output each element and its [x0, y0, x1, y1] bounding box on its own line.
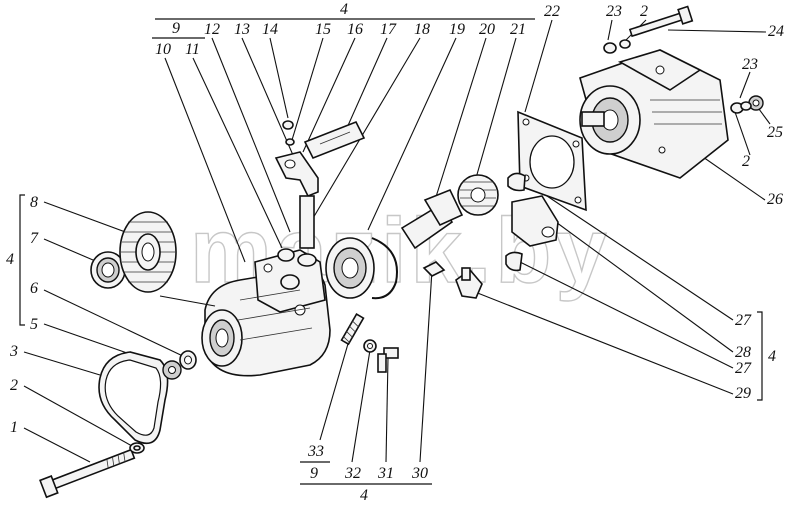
bolt-24 — [628, 5, 694, 38]
group-4-left-bracket — [19, 194, 25, 326]
label-2-left: 2 — [10, 377, 18, 394]
label-17: 17 — [380, 21, 397, 38]
label-8: 8 — [30, 194, 38, 211]
left-label-group: 4 8 7 6 5 3 2 1 — [6, 194, 39, 436]
label-4-bottom: 4 — [360, 487, 368, 504]
label-27-lower: 27 — [735, 360, 752, 377]
washer-23-top — [603, 42, 617, 54]
bolt-1 — [39, 448, 136, 499]
plug-14 — [282, 120, 294, 130]
label-22: 22 — [544, 3, 560, 20]
label-2-right: 2 — [742, 153, 750, 170]
label-3: 3 — [9, 343, 18, 360]
label-19: 19 — [449, 21, 465, 38]
label-23-right: 23 — [742, 56, 758, 73]
bearing-18 — [325, 237, 375, 299]
lever-16 — [274, 151, 319, 198]
stud-33 — [340, 313, 365, 346]
lever-assembly — [274, 120, 366, 267]
label-4-left: 4 — [6, 251, 14, 268]
gasket-3 — [98, 351, 169, 445]
label-24: 24 — [768, 23, 784, 40]
label-13: 13 — [234, 21, 250, 38]
label-4-right: 4 — [768, 348, 776, 365]
washer-2-top — [619, 39, 631, 49]
label-21: 21 — [510, 21, 526, 38]
label-12: 12 — [204, 21, 220, 38]
label-33: 33 — [307, 443, 324, 460]
axis-line — [159, 295, 216, 307]
label-23-top: 23 — [606, 3, 622, 20]
label-25: 25 — [767, 124, 783, 141]
snap-ring-19 — [371, 237, 398, 300]
label-5: 5 — [30, 316, 38, 333]
label-29: 29 — [735, 385, 751, 402]
key-17 — [303, 120, 366, 160]
ring-13 — [297, 253, 317, 267]
label-1: 1 — [10, 419, 18, 436]
label-9-bottom: 9 — [310, 465, 318, 482]
group-4-right-bracket — [757, 311, 763, 401]
label-16: 16 — [347, 21, 363, 38]
bottom-label-group: 33 9 32 31 30 4 — [300, 443, 432, 504]
label-18: 18 — [414, 21, 430, 38]
pump-body-26 — [579, 49, 729, 179]
label-2-top: 2 — [640, 3, 648, 20]
label-28: 28 — [735, 344, 751, 361]
shaft-12 — [299, 195, 315, 249]
bolt-31 — [377, 347, 399, 373]
label-10: 10 — [155, 41, 171, 58]
right-label-group: 27 28 27 29 4 — [735, 311, 776, 402]
label-4-top: 4 — [340, 1, 348, 18]
label-20: 20 — [479, 21, 495, 38]
label-9-top: 9 — [172, 20, 180, 37]
label-11: 11 — [185, 41, 200, 58]
label-15: 15 — [315, 21, 331, 38]
bearing-7 — [90, 251, 126, 289]
coupling-21 — [457, 174, 499, 216]
plug-11 — [277, 248, 295, 262]
clip-27-upper — [507, 172, 526, 192]
label-27-upper: 27 — [735, 312, 752, 329]
label-14: 14 — [262, 21, 278, 38]
label-6: 6 — [30, 280, 38, 297]
label-30: 30 — [411, 465, 428, 482]
leader-lines — [23, 19, 771, 463]
label-32: 32 — [344, 465, 361, 482]
key-30 — [422, 261, 446, 277]
top-label-group: 4 9 10 11 12 13 14 15 16 17 18 19 20 21 … — [152, 1, 784, 208]
clip-28 — [511, 195, 559, 247]
shaft-20 — [400, 188, 464, 250]
gear-8 — [119, 211, 177, 293]
gasket-22 — [517, 110, 587, 212]
label-7: 7 — [30, 230, 39, 247]
label-31: 31 — [377, 465, 394, 482]
label-26: 26 — [767, 191, 783, 208]
pin-29 — [455, 267, 483, 299]
ball-15 — [285, 138, 295, 146]
washer-2-right — [740, 101, 752, 111]
clip-27-lower — [505, 251, 523, 272]
